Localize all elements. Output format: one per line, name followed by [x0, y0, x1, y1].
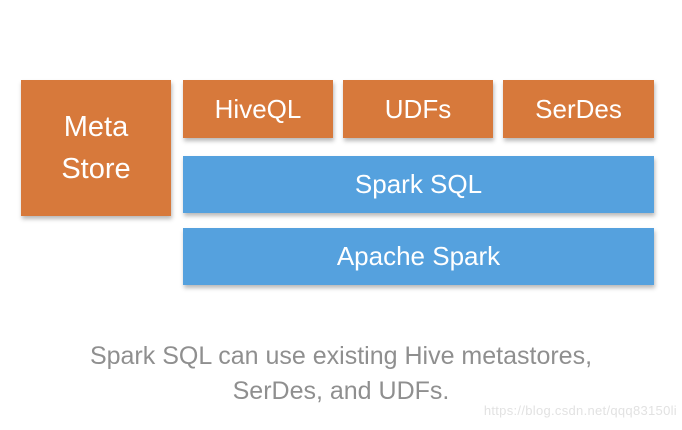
box-meta-store: Meta Store: [21, 80, 171, 216]
box-udfs: UDFs: [343, 80, 493, 138]
watermark-url: https://blog.csdn.net/qqq83150li: [483, 403, 677, 418]
box-serdes-label: SerDes: [535, 93, 622, 124]
bar-apache-spark-label: Apache Spark: [336, 241, 501, 271]
box-meta-store-label-line2: Store: [61, 153, 131, 185]
bar-apache-spark: Apache Spark: [183, 228, 654, 285]
diagram-caption-line2: SerDes, and UDFs.: [232, 377, 450, 405]
box-hiveql-label: HiveQL: [214, 93, 302, 124]
bar-spark-sql: Spark SQL: [183, 156, 654, 213]
box-udfs-label: UDFs: [384, 93, 452, 124]
box-hiveql: HiveQL: [183, 80, 333, 138]
box-serdes: SerDes: [503, 80, 654, 138]
diagram-caption-line1: Spark SQL can use existing Hive metastor…: [89, 342, 593, 370]
bar-spark-sql-label: Spark SQL: [354, 169, 483, 199]
diagram-caption: Spark SQL can use existing Hive metastor…: [0, 339, 682, 409]
box-meta-store-label-line1: Meta: [63, 111, 129, 143]
